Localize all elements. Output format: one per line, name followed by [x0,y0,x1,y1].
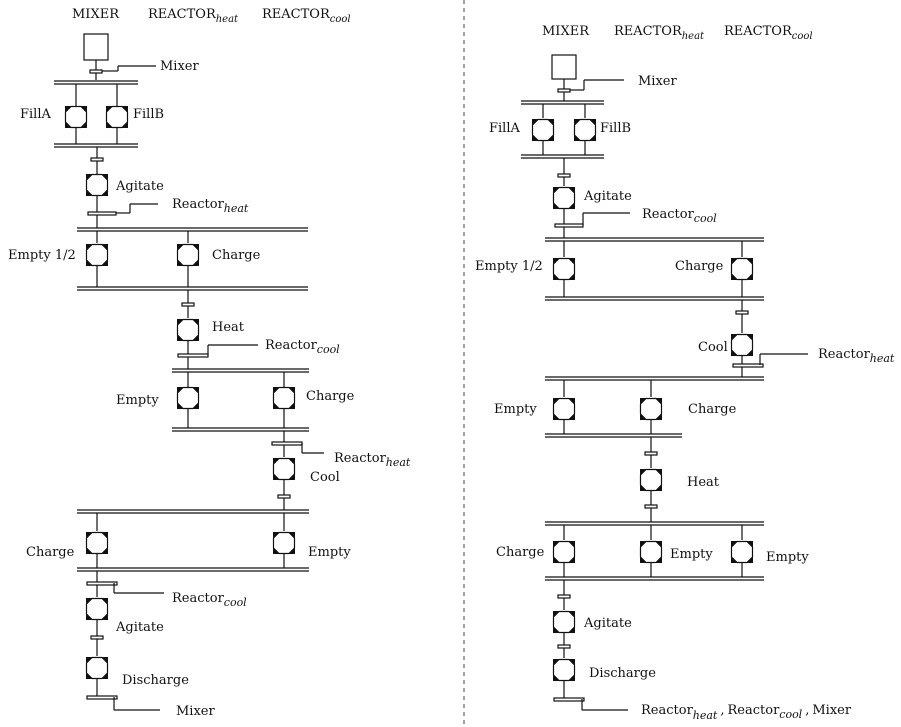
step-empty-3b [730,540,754,564]
fillb-label: FillB [600,121,631,136]
empty-3-label: Empty [308,545,351,560]
step-cool [272,457,296,481]
agitate-1-label: Agitate [115,179,164,194]
heat-label: Heat [687,475,720,490]
agitate-1-label: Agitate [583,189,632,204]
fillb-label: FillB [133,107,164,122]
step-empty-3a [639,540,663,564]
step-empty-half [85,243,109,267]
cool-label: Cool [310,470,340,485]
charge-1-label: Charge [212,248,261,263]
header-reactor-heat: REACTORheat [148,7,239,25]
filla-label: FillA [489,121,520,136]
step-agitate-2 [85,597,109,621]
header-reactor-cool: REACTORcool [724,24,813,42]
charge-1-label: Charge [675,259,724,274]
header-reactor-cool: REACTORcool [262,7,351,25]
step-filla [531,118,555,142]
empty-3a-label: Empty [670,547,713,562]
charge-3-label: Charge [26,545,75,560]
step-fillb [573,118,597,142]
agitate-2-label: Agitate [115,620,164,635]
charge-2-label: Charge [306,389,355,404]
heat-label: Heat [212,320,245,335]
step-charge-2 [639,397,663,421]
reactor-heat-label-2: Reactorheat [334,451,411,469]
step-empty-half [552,257,576,281]
final-actions-label: Reactorheat,Reactorcool,Mixer [641,703,852,722]
charge-3-label: Charge [496,545,545,560]
header-mixer: MIXER [542,24,590,39]
reactor-heat-label-1: Reactorheat [172,197,249,215]
mixer-box [83,33,109,61]
step-heat [176,318,200,342]
empty-3b-label: Empty [766,550,809,565]
left-panel: MIXER REACTORheat REACTORcool Mixer Fill… [8,7,411,719]
reactor-cool-label-2: Reactorcool [172,591,247,609]
mixer-bottom-label: Mixer [176,704,215,719]
discharge-label: Discharge [122,673,189,688]
mixer-label: Mixer [160,59,199,74]
step-charge-3 [85,531,109,555]
step-charge-2 [272,386,296,410]
empty-2-label: Empty [116,393,159,408]
reactor-cool-label-1: Reactorcool [642,207,717,225]
empty-2-label: Empty [494,402,537,417]
step-charge-3 [552,540,576,564]
charge-2-label: Charge [688,402,737,417]
cool-label: Cool [698,340,728,355]
filla-label: FillA [20,107,51,122]
discharge-label: Discharge [589,666,656,681]
header-mixer: MIXER [72,7,120,22]
mixer-label: Mixer [638,74,677,89]
step-charge-1 [730,257,754,281]
mixer-box [551,54,577,80]
step-agitate-2 [552,610,576,634]
empty-half-label: Empty 1/2 [8,248,76,263]
step-empty-2 [552,397,576,421]
step-filla [64,105,88,129]
step-agitate-1 [85,173,109,197]
left-header: MIXER REACTORheat REACTORcool [72,7,351,25]
reactor-cool-label-1: Reactorcool [265,338,340,356]
agitate-2-label: Agitate [583,616,632,631]
step-fillb [105,105,129,129]
right-header: MIXER REACTORheat REACTORcool [542,24,813,42]
right-panel: MIXER REACTORheat REACTORcool Mixer Fill… [475,24,895,722]
step-empty-3 [272,531,296,555]
header-reactor-heat: REACTORheat [614,24,705,42]
step-cool [730,333,754,357]
empty-half-label: Empty 1/2 [475,259,543,274]
step-heat [639,468,663,492]
step-agitate-1 [552,186,576,210]
reactor-heat-label-1: Reactorheat [818,347,895,365]
step-empty-2 [176,386,200,410]
step-discharge [552,658,576,682]
step-discharge [85,656,109,680]
step-charge-1 [176,243,200,267]
